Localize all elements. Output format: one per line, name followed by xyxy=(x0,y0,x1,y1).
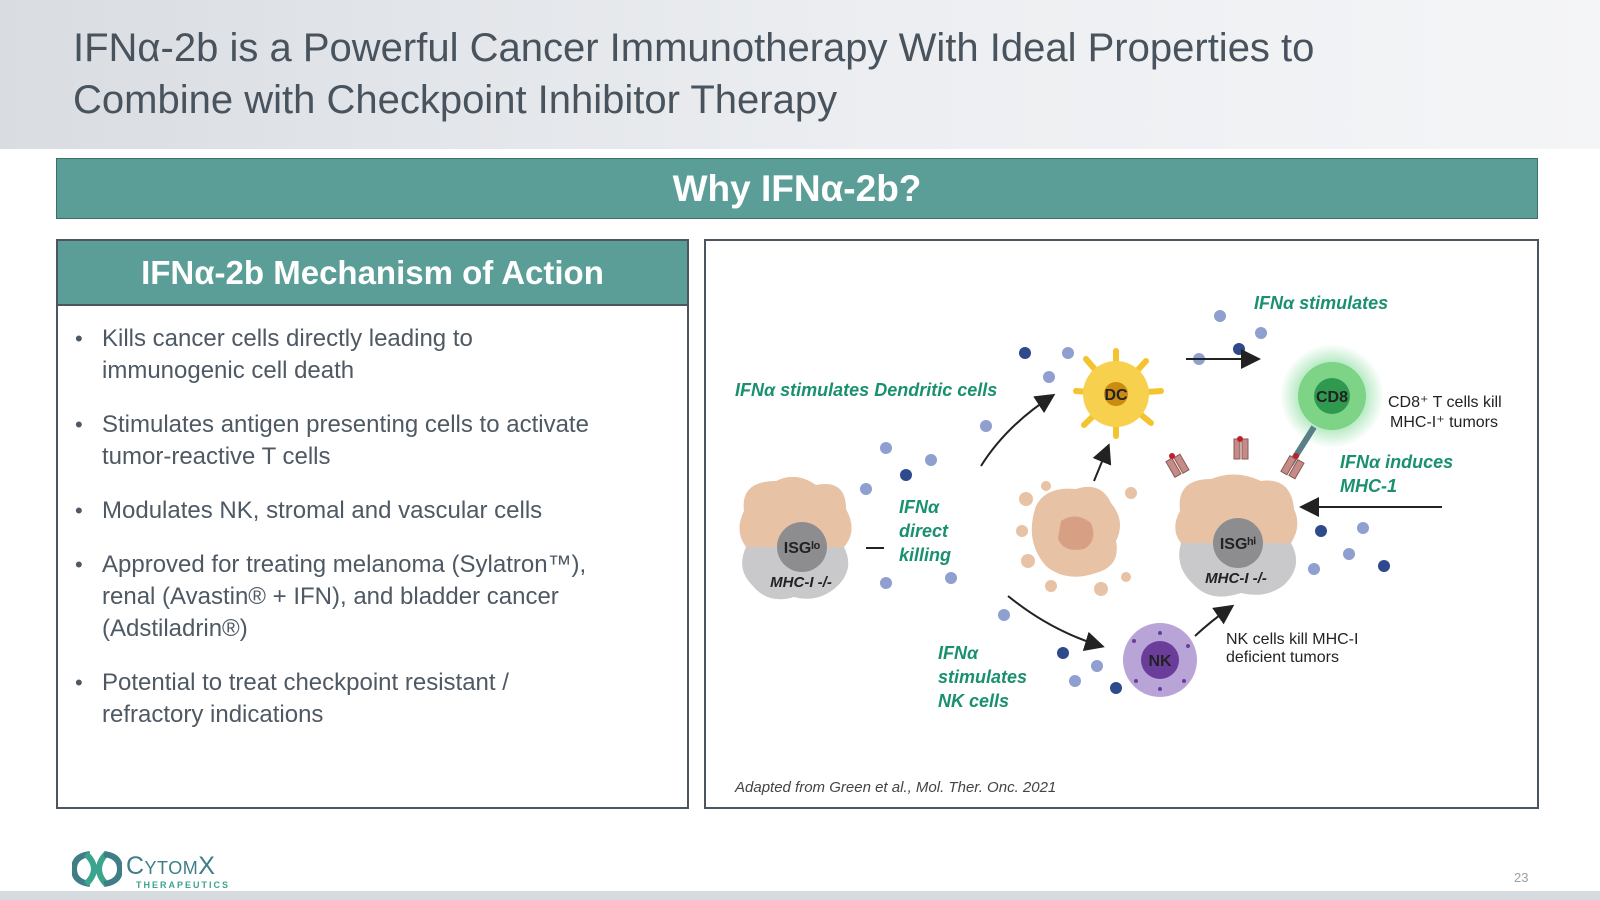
bullet-line: Modulates NK, stromal and vascular cells xyxy=(102,497,543,524)
bullet-item: Stimulates antigen presenting cells to a… xyxy=(75,409,657,473)
tumor-cell-isg-hi: ISGʰⁱ MHC-I -/- xyxy=(1165,436,1305,597)
label-line: NK cells xyxy=(938,691,1009,711)
nk-cell: NK xyxy=(1123,623,1197,697)
why-banner: Why IFNα-2b? xyxy=(56,158,1538,219)
label-line: MHC-1 xyxy=(1340,476,1397,496)
ifn-molecules xyxy=(860,310,1390,694)
label-line: killing xyxy=(899,545,951,565)
label-line: NK cells kill MHC-I xyxy=(1226,631,1358,648)
label-line: stimulates xyxy=(938,667,1027,687)
logo-subtitle: THERAPEUTICS xyxy=(136,880,231,890)
label-stimulates-nk: IFNα stimulates NK cells xyxy=(938,643,1027,711)
mhc-left-label: MHC-I -/- xyxy=(770,574,832,591)
cytomx-logo: CytomX THERAPEUTICS xyxy=(72,850,242,892)
tumor-cell-isg-lo: ISGˡᵒ MHC-I -/- xyxy=(739,476,852,600)
label-induces-mhc: IFNα induces MHC-1 xyxy=(1340,452,1453,496)
dying-tumor-cell xyxy=(1016,481,1137,596)
nk-label: NK xyxy=(1148,653,1172,670)
title-band xyxy=(0,0,1600,149)
banner-text: Why IFNα-2b? xyxy=(672,167,922,209)
page-number: 23 xyxy=(1514,870,1529,885)
bullet-item: Kills cancer cells directly leading to i… xyxy=(75,323,657,387)
label-line: CD8⁺ T cells kill xyxy=(1388,394,1502,411)
label-line: IFNα xyxy=(938,643,979,663)
bullet-item: Potential to treat checkpoint resistant … xyxy=(75,667,657,731)
mhc-right-label: MHC-I -/- xyxy=(1205,570,1267,587)
dc-label: DC xyxy=(1104,387,1128,404)
label-line: MHC-I⁺ tumors xyxy=(1390,414,1498,431)
label-ifn-stimulates-top: IFNα stimulates xyxy=(1254,293,1388,313)
pathway-arrows xyxy=(866,349,1442,651)
slide-title-line-1: IFNα-2b is a Powerful Cancer Immunothera… xyxy=(73,26,1315,70)
slide-title: IFNα-2b is a Powerful Cancer Immunothera… xyxy=(73,22,1533,126)
bullet-line: tumor-reactive T cells xyxy=(102,443,331,470)
mechanism-header-text: IFNα-2b Mechanism of Action xyxy=(141,253,604,291)
logo-wordmark: CytomX xyxy=(126,852,216,880)
bullet-line: refractory indications xyxy=(102,701,324,728)
footer-bar xyxy=(0,891,1600,900)
label-line: IFNα xyxy=(899,497,940,517)
label-direct-killing: IFNα direct killing xyxy=(899,497,951,565)
cytomx-logo-mark-icon xyxy=(72,851,122,887)
diagram-panel: ISGˡᵒ MHC-I -/- DC xyxy=(704,239,1539,809)
mechanism-bullet-list: Kills cancer cells directly leading to i… xyxy=(58,306,687,731)
mechanism-header: IFNα-2b Mechanism of Action xyxy=(58,241,687,306)
label-line: IFNα induces xyxy=(1340,452,1453,472)
bullet-line: Stimulates antigen presenting cells to a… xyxy=(102,411,589,438)
bullet-line: (Adstiladrin®) xyxy=(102,615,248,642)
bullet-item: Approved for treating melanoma (Sylatron… xyxy=(75,549,657,645)
source-caption: Adapted from Green et al., Mol. Ther. On… xyxy=(735,779,1057,796)
mechanism-diagram: ISGˡᵒ MHC-I -/- DC xyxy=(735,293,1502,711)
label-cd8-kill: CD8⁺ T cells kill MHC-I⁺ tumors xyxy=(1388,394,1502,431)
label-nk-kill: NK cells kill MHC-I deficient tumors xyxy=(1226,631,1358,666)
label-line: direct xyxy=(899,521,949,541)
bullet-line: immunogenic cell death xyxy=(102,357,355,384)
label-ifn-stimulates-dc: IFNα stimulates Dendritic cells xyxy=(735,380,997,400)
isg-lo-label: ISGˡᵒ xyxy=(784,540,821,557)
bullet-item: Modulates NK, stromal and vascular cells xyxy=(75,495,657,527)
cd8-label: CD8 xyxy=(1316,389,1348,406)
bullet-line: Potential to treat checkpoint resistant … xyxy=(102,669,509,696)
bullet-line: Approved for treating melanoma (Sylatron… xyxy=(102,551,587,578)
isg-hi-label: ISGʰⁱ xyxy=(1220,536,1256,553)
bullet-line: renal (Avastin® + IFN), and bladder canc… xyxy=(102,583,559,610)
label-line: deficient tumors xyxy=(1226,649,1339,666)
dendritic-cell: DC xyxy=(1073,348,1164,439)
cd8-t-cell: CD8 xyxy=(1280,344,1384,467)
bullet-line: Kills cancer cells directly leading to xyxy=(102,325,473,352)
mechanism-panel: IFNα-2b Mechanism of Action Kills cancer… xyxy=(56,239,689,809)
slide-title-line-2: Combine with Checkpoint Inhibitor Therap… xyxy=(73,78,838,122)
